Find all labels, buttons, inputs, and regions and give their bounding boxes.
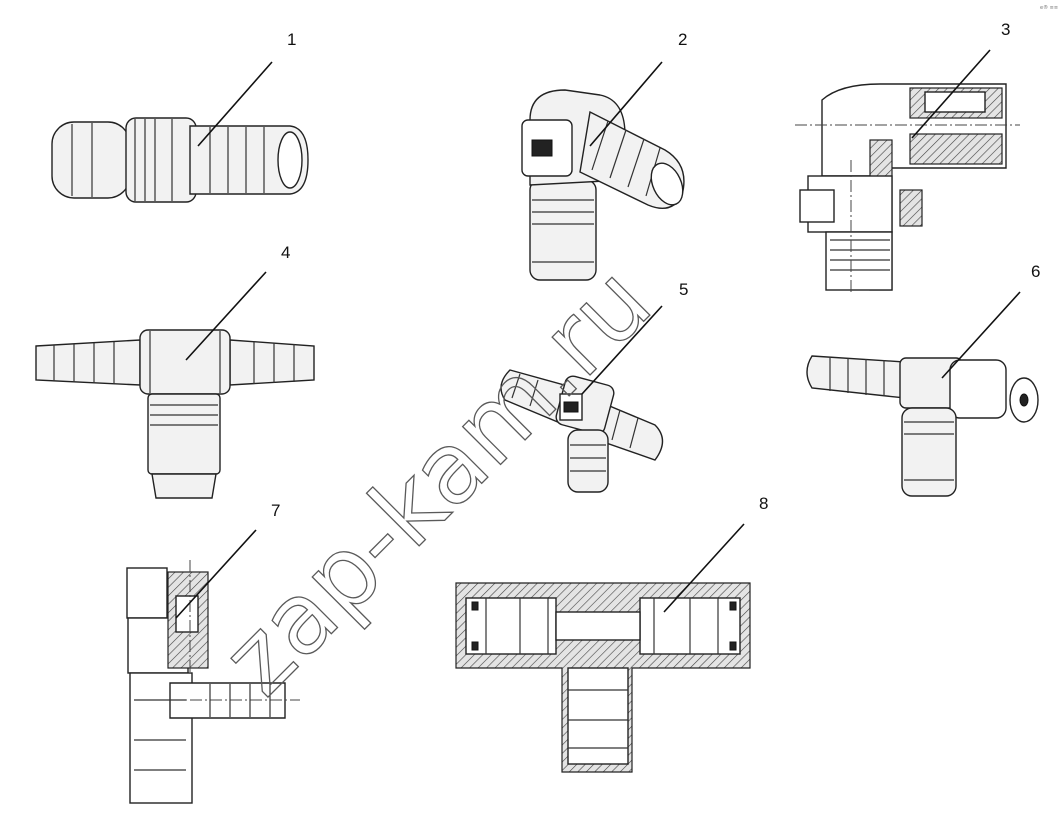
leader-line-5 — [581, 305, 663, 395]
label-7: 7 — [271, 501, 280, 520]
label-8: 8 — [759, 494, 768, 513]
leader-line-6 — [941, 291, 1021, 379]
part-labels: 1 2 3 4 5 6 7 8 — [271, 20, 1040, 520]
part-3-elbow-section — [795, 83, 1020, 295]
leader-line-3 — [911, 49, 991, 139]
label-6: 6 — [1031, 262, 1040, 281]
leader-line-1 — [197, 61, 273, 147]
label-4: 4 — [281, 243, 290, 262]
leader-line-7 — [175, 529, 257, 619]
label-2: 2 — [678, 30, 687, 49]
part-7-tee-section — [126, 560, 300, 804]
corner-mark: e® ≡≡ — [1040, 4, 1058, 11]
part-1-straight-connector — [51, 117, 309, 203]
leader-line-4 — [185, 271, 267, 361]
label-5: 5 — [679, 280, 688, 299]
leader-line-2 — [589, 61, 663, 147]
part-5-tee-small — [500, 369, 664, 493]
part-8-tee-large-section — [455, 582, 751, 773]
label-3: 3 — [1001, 20, 1010, 39]
part-2-elbow-connector — [521, 89, 685, 281]
leader-line-8 — [663, 523, 745, 613]
part-6-tee-quick — [806, 355, 1039, 497]
part-4-tee-barbed — [35, 329, 315, 499]
leader-lines — [175, 49, 1021, 619]
label-1: 1 — [287, 30, 296, 49]
